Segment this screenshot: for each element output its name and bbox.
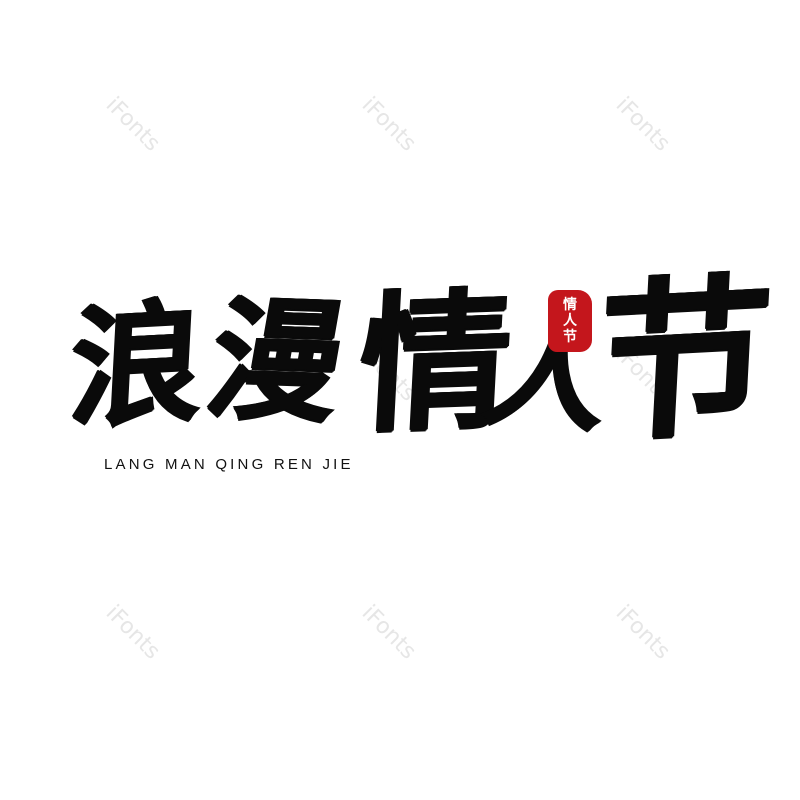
title-character: 节 <box>592 253 776 466</box>
watermark-text: iFonts <box>100 92 165 157</box>
pinyin-subtitle: LANG MAN QING REN JIE <box>104 456 354 473</box>
seal-character: 情 <box>563 297 577 313</box>
watermark-text: iFonts <box>356 92 421 157</box>
watermark-text: iFonts <box>356 600 421 665</box>
calligraphy-title: 浪 漫 情 人 节 情 人 节 LANG MAN QING REN JIE <box>66 254 776 510</box>
title-character: 漫 <box>196 281 356 442</box>
watermark-text: iFonts <box>100 600 165 665</box>
seal-character: 人 <box>563 313 577 329</box>
seal-character: 节 <box>563 329 577 345</box>
watermark-text: iFonts <box>610 92 675 157</box>
title-character: 浪 <box>65 284 207 447</box>
red-seal-stamp: 情 人 节 <box>548 290 592 352</box>
watermark-text: iFonts <box>610 600 675 665</box>
